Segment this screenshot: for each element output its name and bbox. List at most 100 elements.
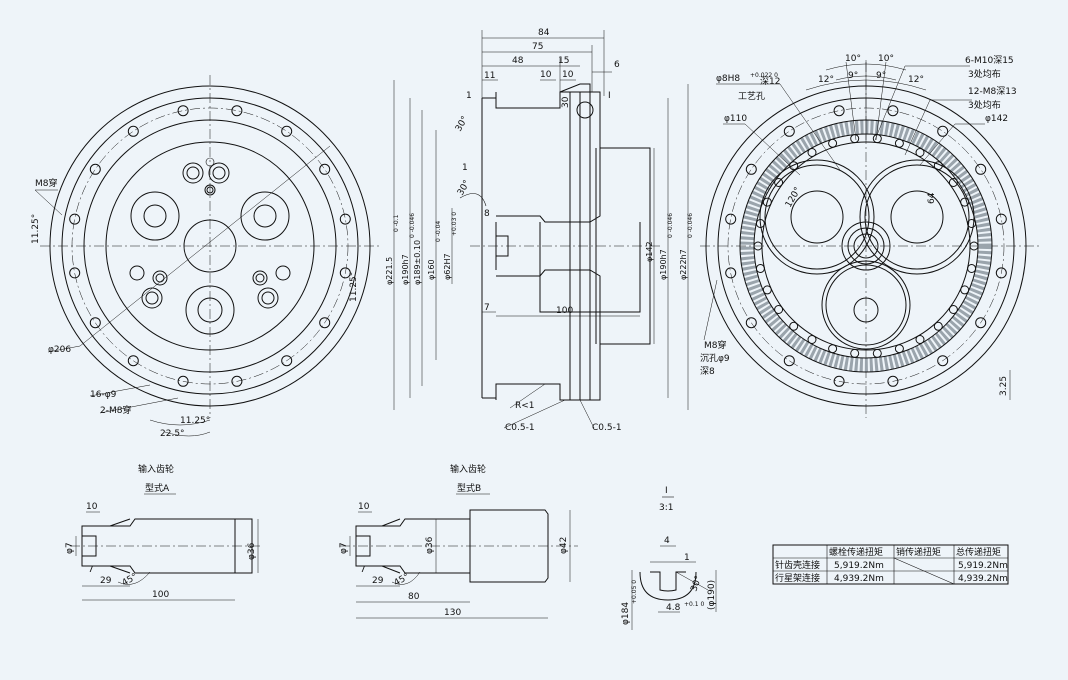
label-m10-even: 3处均布 [968,68,1001,80]
label-d142: φ142 [985,114,1008,124]
gear-a-subtitle: 型式A [145,482,170,494]
input-gear-b: 输入齿轮 型式B 10 φ7 7 29 45° 80 130 φ36 φ42 [339,463,578,619]
dia-142: φ142 [645,241,654,262]
ang-120: 120° [784,186,804,210]
ang-1125-right: 11.25° [349,272,359,302]
tol-62: +0.03 0 [451,212,458,236]
pin-hole [774,305,784,314]
rear-bolt-hole [745,317,757,329]
dim-325: 3.25 [999,376,1009,396]
detail-scale: 3:1 [659,503,673,513]
bolt-hole [127,355,139,367]
label-m8-through: M8穿 [35,177,58,189]
outer-flange-circle [49,85,371,407]
rear-bolt-hole [783,355,795,367]
detail-label: I [665,486,668,496]
gear-a-title: 输入齿轮 [138,463,174,475]
pin-hole [807,335,817,344]
table-row2-label: 行星架连接 [775,572,820,584]
pin-hole [967,219,977,228]
pin-hole [969,241,979,251]
tol-190b: 0 -0.046 [667,213,674,238]
bolt-hole [339,267,351,279]
dim-d206: φ206 [48,345,71,355]
table-row2-bolt: 4,939.2Nm [834,574,884,584]
detail-dim-d184: φ184 [621,602,631,625]
pin-hole [872,134,882,144]
rear-bolt-hole [995,213,1007,225]
table-row1-total: 5,919.2Nm [958,561,1008,571]
tol-160: 0 -0.04 [435,221,442,242]
rear-bolt-hole [995,267,1007,279]
dim-6: 6 [614,60,620,70]
pin-hole [755,264,765,273]
pin-hole [789,161,799,171]
ang-1125-left: 11.25° [31,214,41,244]
label-m10: 6-M10深15 [965,55,1014,66]
label-d110: φ110 [724,114,747,124]
detail-dim-4: 4 [664,536,670,546]
gear-b-dim-d42: φ42 [559,537,569,554]
pin-hole [948,305,958,314]
label-depth8: 深8 [700,366,715,377]
table-header-bolt: 螺栓传递扭矩 [829,546,883,558]
bolt-hole [89,163,101,175]
dia-62: φ62H7 [443,253,452,280]
bolt-hole [231,105,243,117]
pin-hole [789,321,799,331]
dia-2215: φ221.5 [385,257,394,285]
ang-10a: 10° [845,54,861,64]
bolt-hole [319,317,331,329]
detail-tol-48: +0.1 0 [684,601,704,608]
tol-2215: 0 -0.1 [393,214,400,232]
rear-view: φ8H8 +0.022 0 深12 工艺孔 φ110 6-M10深15 3处均布… [700,54,1040,418]
pin-hole [774,178,784,187]
gear-a-dim-d7: φ7 [65,542,75,554]
rear-bolt-hole [975,163,987,175]
label-rear-m8: M8穿 [704,339,727,351]
pin-hole [948,178,958,187]
pin-hole [894,138,904,148]
pin-hole [762,197,772,207]
label-craft-hole: 工艺孔 [738,91,765,102]
gear-b-dim-29: 29 [372,576,384,586]
gear-b-subtitle: 型式B [457,482,481,494]
rear-bolt-hole [725,213,737,225]
pin-hole [915,148,925,157]
dim-10a: 10 [540,70,552,80]
dia-160: φ160 [427,259,436,280]
dia-190: φ190h7 [401,254,410,285]
ang-30a: 30° [454,115,471,134]
gear-b-dim-80: 80 [408,592,420,602]
pin-hole [850,348,860,358]
gear-b-dim-d36: φ36 [425,536,435,554]
dim-8: 8 [484,209,490,219]
bolt-hole [231,375,243,387]
dim-48: 48 [512,56,524,66]
ang-1125-bottom: 11.25° [180,416,210,426]
rear-bolt-hole [833,375,845,387]
pin-hole [828,344,838,354]
table-header-pin: 销传递扭矩 [896,546,941,558]
detail-i: I 3:1 4 1 30° φ184 +0.05 0 4.8 +0.1 0 (φ… [621,486,717,630]
dim-84: 84 [538,28,550,38]
pin-hole [915,335,925,344]
bolt-hole [69,213,81,225]
input-gear-a: 输入齿轮 型式A 10 φ7 7 29 45° 100 φ36 [65,463,262,601]
pin-hole [807,148,817,157]
bolt-hole [339,213,351,225]
detail-mark-i: I [608,91,611,101]
gear-a-dim-10: 10 [86,502,98,512]
ang-12b: 12° [908,75,924,85]
tol-d8h8: +0.022 0 [750,72,778,79]
rear-bolt-hole [725,267,737,279]
dim-15: 15 [558,56,569,66]
pin-hole [933,321,943,331]
dim-1b: 1 [462,163,468,173]
detail-ang-30: 30° [689,575,704,593]
pin-hole [850,134,860,144]
pin-hole [967,264,977,273]
pin-hole [762,285,772,295]
gear-b-dim-d7: φ7 [339,542,349,554]
